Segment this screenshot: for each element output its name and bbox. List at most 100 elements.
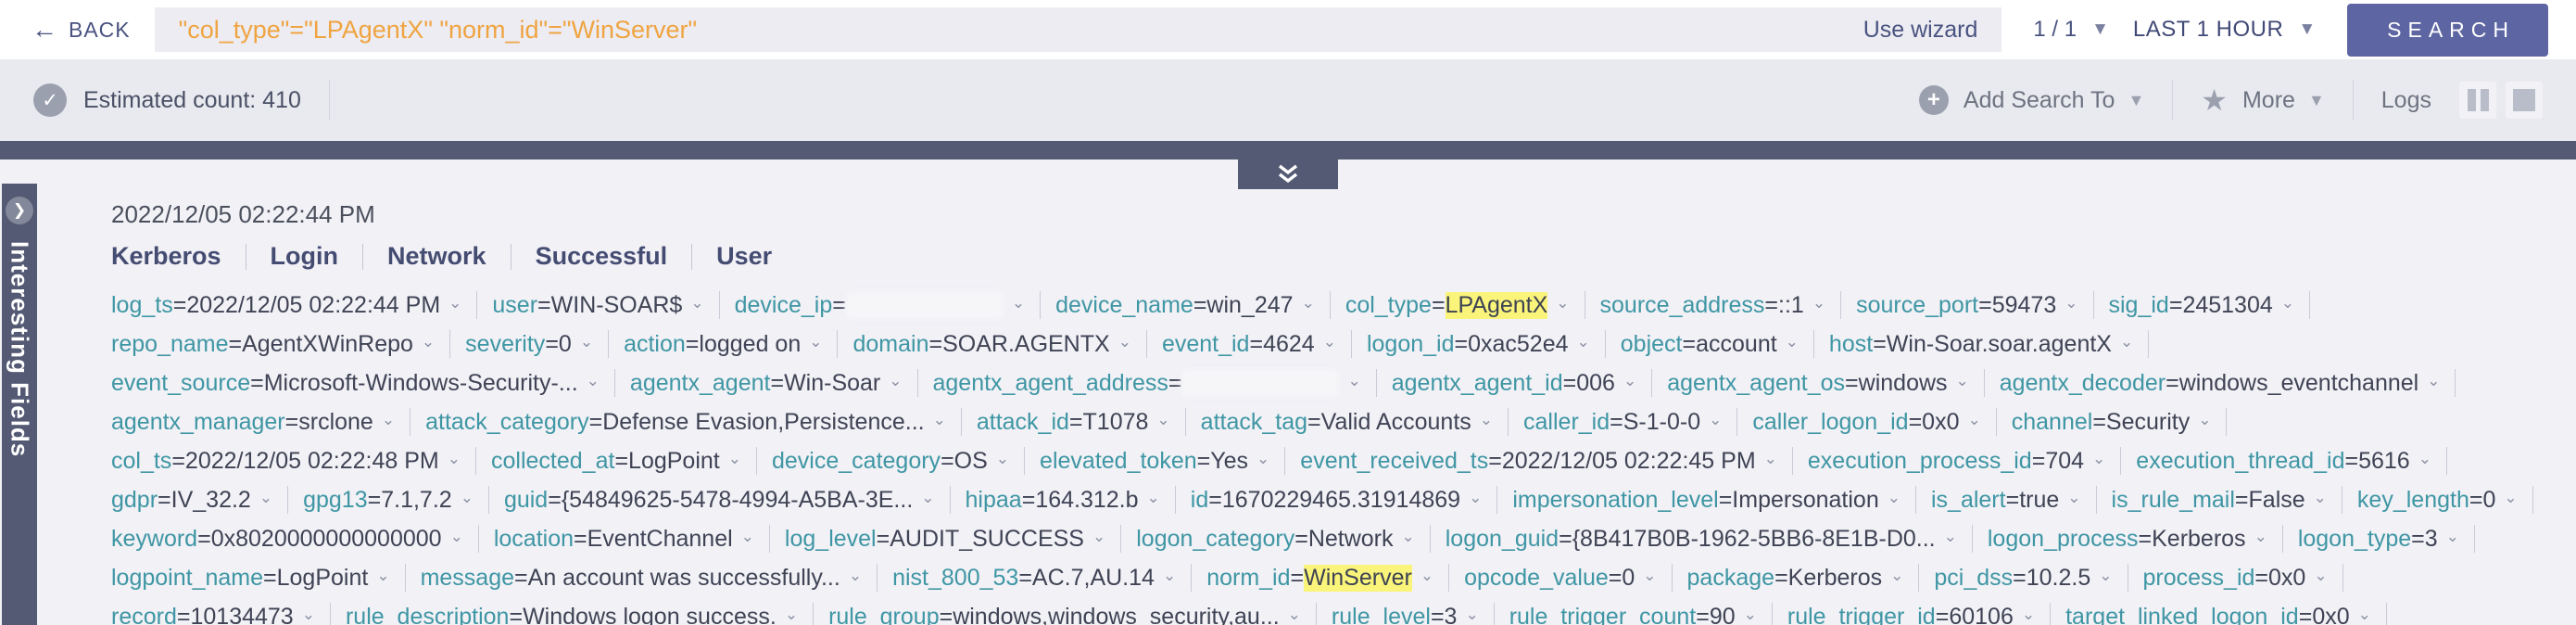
- field-dropdown-icon[interactable]: ⌄: [2427, 372, 2441, 389]
- field-pair[interactable]: agentx_manager=srclone ⌄: [111, 409, 395, 436]
- interesting-fields-sidebar[interactable]: ❯ Interesting Fields: [2, 184, 37, 625]
- field-dropdown-icon[interactable]: ⌄: [1301, 294, 1315, 312]
- field-pair[interactable]: domain=SOAR.AGENTX ⌄: [852, 331, 1130, 358]
- field-dropdown-icon[interactable]: ⌄: [1763, 450, 1777, 467]
- field-pair[interactable]: event_id=4624 ⌄: [1162, 331, 1336, 358]
- field-dropdown-icon[interactable]: ⌄: [2504, 489, 2518, 506]
- field-pair[interactable]: attack_category=Defense Evasion,Persiste…: [425, 409, 946, 436]
- field-dropdown-icon[interactable]: ⌄: [995, 450, 1010, 467]
- field-dropdown-icon[interactable]: ⌄: [1156, 411, 1170, 428]
- field-dropdown-icon[interactable]: ⌄: [1465, 606, 1479, 623]
- field-pair[interactable]: guid={54849625-5478-4994-A5BA-3E... ⌄: [504, 487, 935, 514]
- field-dropdown-icon[interactable]: ⌄: [2314, 567, 2328, 584]
- log-tag[interactable]: Successful: [535, 242, 668, 270]
- field-pair[interactable]: source_port=59473 ⌄: [1856, 292, 2077, 319]
- field-dropdown-icon[interactable]: ⌄: [1479, 411, 1494, 428]
- field-pair[interactable]: impersonation_level=Impersonation ⌄: [1512, 487, 1900, 514]
- field-pair[interactable]: attack_id=T1078 ⌄: [977, 409, 1170, 436]
- field-pair[interactable]: device_name=win_247 ⌄: [1055, 292, 1315, 319]
- field-pair[interactable]: agentx_agent_id=006 ⌄: [1392, 370, 1636, 397]
- field-dropdown-icon[interactable]: ⌄: [448, 294, 462, 312]
- field-dropdown-icon[interactable]: ⌄: [2445, 528, 2459, 545]
- field-dropdown-icon[interactable]: ⌄: [1576, 333, 1590, 351]
- field-dropdown-icon[interactable]: ⌄: [1322, 333, 1336, 351]
- field-pair[interactable]: record=10134473 ⌄: [111, 604, 315, 625]
- field-dropdown-icon[interactable]: ⌄: [2021, 606, 2036, 623]
- field-dropdown-icon[interactable]: ⌄: [449, 528, 463, 545]
- field-pair[interactable]: severity=0 ⌄: [465, 331, 593, 358]
- field-pair[interactable]: caller_logon_id=0x0 ⌄: [1752, 409, 1980, 436]
- field-pair[interactable]: rule_trigger_count=90 ⌄: [1509, 604, 1757, 625]
- columns-view-button[interactable]: [2459, 82, 2496, 119]
- field-dropdown-icon[interactable]: ⌄: [2418, 450, 2431, 467]
- field-pair[interactable]: logpoint_name=LogPoint ⌄: [111, 565, 390, 592]
- field-pair[interactable]: rule_trigger_id=60106 ⌄: [1787, 604, 2035, 625]
- field-dropdown-icon[interactable]: ⌄: [376, 567, 390, 584]
- field-pair[interactable]: keyword=0x8020000000000000 ⌄: [111, 526, 463, 553]
- field-dropdown-icon[interactable]: ⌄: [1011, 294, 1026, 312]
- field-pair[interactable]: event_received_ts=2022/12/05 02:22:45 PM…: [1300, 448, 1777, 475]
- field-pair[interactable]: event_source=Microsoft-Windows-Security-…: [111, 370, 600, 397]
- field-dropdown-icon[interactable]: ⌄: [1812, 294, 1826, 312]
- field-dropdown-icon[interactable]: ⌄: [727, 450, 741, 467]
- field-pair[interactable]: gpg13=7.1,7.2 ⌄: [303, 487, 474, 514]
- field-dropdown-icon[interactable]: ⌄: [579, 333, 594, 351]
- time-range-selector[interactable]: LAST 1 HOUR: [2132, 17, 2284, 42]
- field-pair[interactable]: device_category=OS ⌄: [772, 448, 1009, 475]
- field-pair[interactable]: attack_tag=Valid Accounts ⌄: [1201, 409, 1493, 436]
- back-button[interactable]: ← BACK: [32, 17, 131, 43]
- field-dropdown-icon[interactable]: ⌄: [2120, 333, 2134, 351]
- field-pair[interactable]: agentx_agent_address= ⌄: [933, 369, 1361, 397]
- field-dropdown-icon[interactable]: ⌄: [1955, 372, 1969, 389]
- time-range-caret-icon[interactable]: ▼: [2298, 19, 2317, 39]
- log-tag[interactable]: User: [716, 242, 773, 270]
- field-dropdown-icon[interactable]: ⌄: [784, 606, 799, 623]
- field-pair[interactable]: collected_at=LogPoint ⌄: [491, 448, 741, 475]
- field-pair[interactable]: host=Win-Soar.soar.agentX ⌄: [1829, 331, 2133, 358]
- field-pair[interactable]: execution_process_id=704 ⌄: [1808, 448, 2105, 475]
- field-dropdown-icon[interactable]: ⌄: [2067, 489, 2081, 506]
- field-pair[interactable]: user=WIN-SOAR$ ⌄: [492, 292, 703, 319]
- field-pair[interactable]: process_id=0x0 ⌄: [2143, 565, 2328, 592]
- field-dropdown-icon[interactable]: ⌄: [1743, 606, 1757, 623]
- field-pair[interactable]: location=EventChannel ⌄: [494, 526, 754, 553]
- field-pair[interactable]: package=Kerberos ⌄: [1687, 565, 1904, 592]
- field-pair[interactable]: agentx_agent_os=windows ⌄: [1667, 370, 1969, 397]
- field-dropdown-icon[interactable]: ⌄: [421, 333, 436, 351]
- search-query-input[interactable]: "col_type"="LPAgentX" "norm_id"="WinServ…: [154, 7, 2002, 52]
- field-pair[interactable]: target_linked_logon_id=0x0 ⌄: [2065, 604, 2371, 625]
- field-dropdown-icon[interactable]: ⌄: [2092, 450, 2106, 467]
- field-pair[interactable]: norm_id=WinServer ⌄: [1206, 564, 1434, 592]
- field-dropdown-icon[interactable]: ⌄: [1785, 333, 1799, 351]
- more-menu[interactable]: ★ More ▼: [2201, 85, 2324, 115]
- field-dropdown-icon[interactable]: ⌄: [2313, 489, 2327, 506]
- field-dropdown-icon[interactable]: ⌄: [889, 372, 903, 389]
- field-dropdown-icon[interactable]: ⌄: [1287, 606, 1301, 623]
- grid-view-button[interactable]: [2506, 82, 2543, 119]
- field-pair[interactable]: object=account ⌄: [1621, 331, 1799, 358]
- field-dropdown-icon[interactable]: ⌄: [381, 411, 396, 428]
- field-dropdown-icon[interactable]: ⌄: [1887, 489, 1900, 506]
- field-dropdown-icon[interactable]: ⌄: [1556, 294, 1570, 312]
- field-dropdown-icon[interactable]: ⌄: [1420, 567, 1434, 584]
- field-dropdown-icon[interactable]: ⌄: [1643, 567, 1657, 584]
- field-dropdown-icon[interactable]: ⌄: [809, 333, 823, 351]
- use-wizard-link[interactable]: Use wizard: [1863, 16, 1978, 43]
- field-pair[interactable]: logon_id=0xac52e4 ⌄: [1367, 331, 1590, 358]
- field-dropdown-icon[interactable]: ⌄: [932, 411, 946, 428]
- field-dropdown-icon[interactable]: ⌄: [1146, 489, 1160, 506]
- field-pair[interactable]: is_rule_mail=False ⌄: [2112, 487, 2327, 514]
- field-dropdown-icon[interactable]: ⌄: [1347, 372, 1361, 389]
- field-dropdown-icon[interactable]: ⌄: [1162, 567, 1177, 584]
- field-dropdown-icon[interactable]: ⌄: [2280, 294, 2295, 312]
- field-pair[interactable]: hipaa=164.312.b ⌄: [966, 487, 1160, 514]
- field-pair[interactable]: is_alert=true ⌄: [1931, 487, 2081, 514]
- field-dropdown-icon[interactable]: ⌄: [921, 489, 935, 506]
- field-pair[interactable]: repo_name=AgentXWinRepo ⌄: [111, 331, 435, 358]
- field-pair[interactable]: logon_category=Network ⌄: [1136, 526, 1415, 553]
- field-dropdown-icon[interactable]: ⌄: [2254, 528, 2267, 545]
- field-pair[interactable]: action=logged on ⌄: [624, 331, 822, 358]
- field-pair[interactable]: channel=Security ⌄: [2012, 409, 2212, 436]
- field-dropdown-icon[interactable]: ⌄: [586, 372, 600, 389]
- field-pair[interactable]: col_type=LPAgentX ⌄: [1345, 291, 1570, 319]
